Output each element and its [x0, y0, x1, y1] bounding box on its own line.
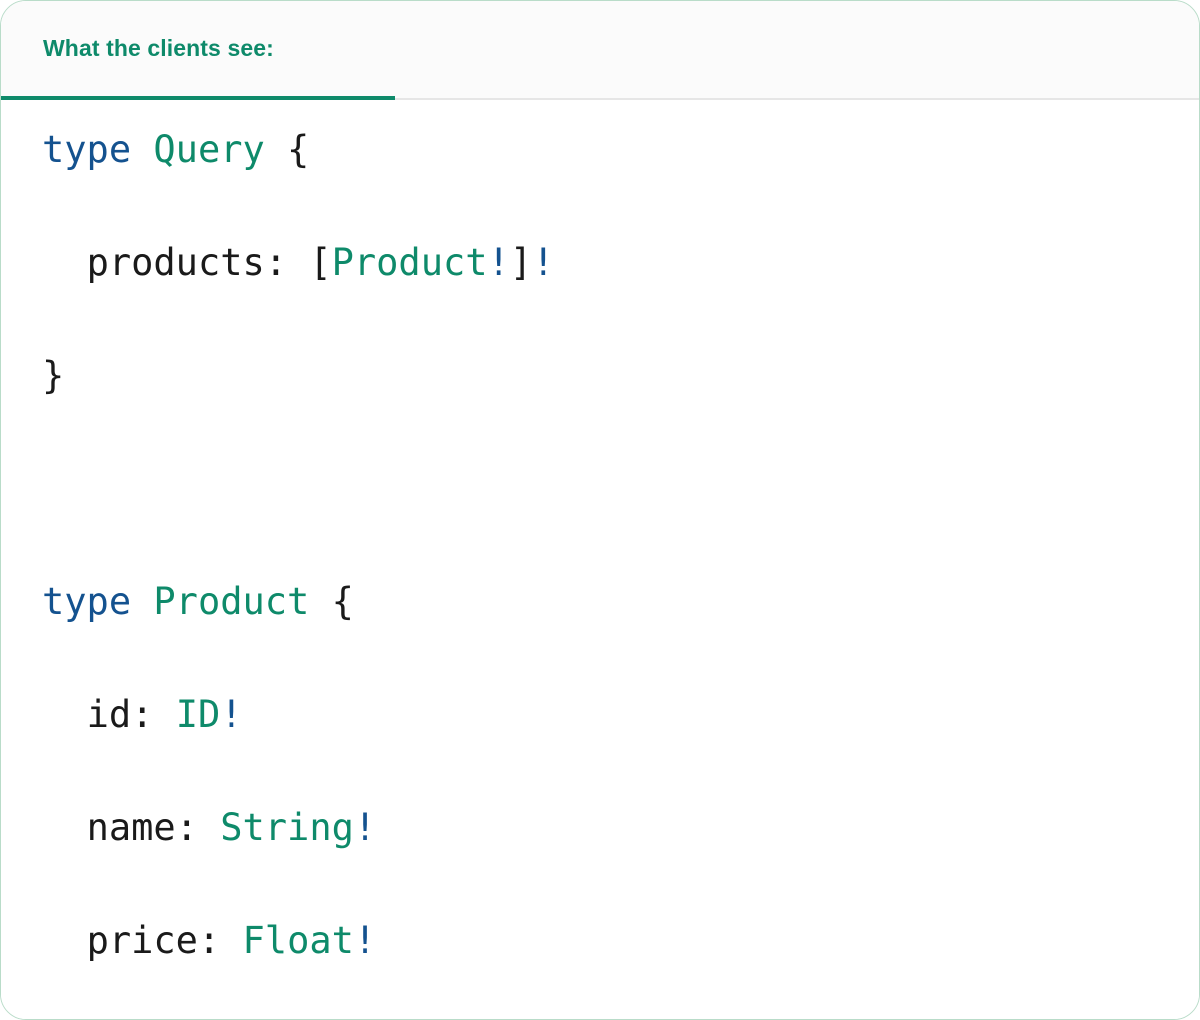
code-token: ! [353, 919, 377, 962]
code-line: type Query { [42, 122, 1199, 179]
graphql-schema-code: type Query { products: [Product!]! } typ… [1, 122, 1199, 1019]
code-token: Product [153, 580, 310, 623]
code-token: : [197, 919, 243, 962]
code-token: ID [175, 693, 221, 736]
code-token [42, 693, 87, 736]
code-token: type [42, 580, 132, 623]
code-token: ! [532, 241, 555, 284]
tab-label: What the clients see: [43, 35, 274, 61]
code-token: products [86, 241, 265, 284]
code-line [42, 461, 1199, 518]
code-token: name [86, 806, 176, 849]
code-token: ] [509, 241, 533, 284]
tab-what-the-clients-see[interactable]: What the clients see: [1, 1, 395, 100]
tab-bar: What the clients see: [1, 1, 1199, 100]
code-root: type Query { products: [Product!]! } typ… [42, 122, 1199, 1019]
code-token: type [42, 128, 132, 171]
code-token [42, 241, 87, 284]
code-line: type Product { [42, 574, 1199, 631]
code-line: } [42, 348, 1199, 405]
code-token: ! [353, 806, 377, 849]
code-token: : [175, 806, 221, 849]
code-line: id: ID! [42, 687, 1199, 744]
code-area[interactable]: type Query { products: [Product!]! } typ… [1, 100, 1199, 1019]
code-token: : [ [264, 241, 332, 284]
code-token: ! [487, 241, 510, 284]
code-token: id [86, 693, 132, 736]
code-token [131, 128, 153, 171]
code-token: ! [220, 693, 243, 736]
code-token [42, 806, 87, 849]
code-token: { [264, 128, 310, 171]
code-token: String [220, 806, 354, 849]
code-token [42, 919, 87, 962]
code-token: } [42, 354, 65, 397]
code-line: name: String! [42, 800, 1199, 857]
code-line: products: [Product!]! [42, 235, 1199, 292]
code-line: price: Float! [42, 913, 1199, 970]
code-token: { [309, 580, 354, 623]
code-token: : [131, 693, 176, 736]
code-token: price [86, 919, 198, 962]
code-token: Query [153, 128, 265, 171]
code-token: Float [242, 919, 354, 962]
code-token: Product [331, 241, 488, 284]
code-token [131, 580, 153, 623]
